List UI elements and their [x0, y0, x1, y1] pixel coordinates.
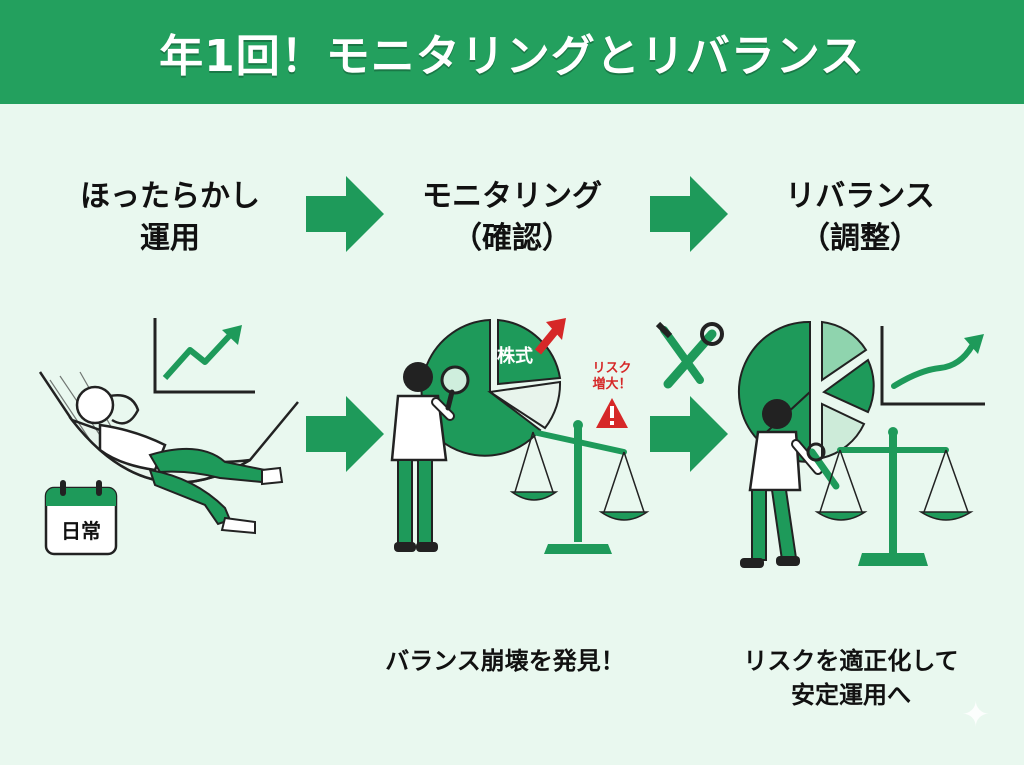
caption-line: バランス崩壊を発見！: [385, 647, 625, 675]
stage-title-line1: モニタリング: [422, 179, 602, 214]
pie-chart-icon: 株式: [420, 318, 562, 457]
stage-title-line2: （調整）: [800, 221, 920, 256]
mechanic-person-icon: [740, 399, 840, 568]
page-title: 年1回！モニタリングとリバランス: [159, 31, 865, 82]
header-banner: 年1回！モニタリングとリバランス: [0, 0, 1024, 104]
inspector-person-icon: [390, 362, 455, 552]
sparkle-icon: ✦: [961, 695, 991, 735]
up-arrow-icon: [534, 318, 566, 355]
caption-monitoring: バランス崩壊を発見！: [355, 644, 655, 678]
magnifier-icon: [440, 365, 470, 411]
flow-arrow-icon: [650, 396, 728, 472]
stage-title-line2: （確認）: [452, 221, 572, 256]
stage-title-monitoring: モニタリング （確認）: [382, 176, 642, 260]
hammock-person-icon: [38, 371, 299, 535]
calendar-label: 日常: [61, 519, 101, 543]
calendar-icon: 日常: [44, 480, 118, 556]
stage-title-line1: リバランス: [785, 179, 935, 214]
stage-title-hands-off: ほったらかし 運用: [40, 176, 300, 260]
flow-arrow-icon: [306, 396, 384, 472]
caption-rebalance: リスクを適正化して 安定運用へ: [706, 644, 996, 712]
risk-warning-line1: リスク: [592, 361, 631, 376]
risk-warning-line2: 増大！: [592, 376, 631, 392]
stage-title-line1: ほったらかし: [80, 179, 260, 214]
tools-icon: [655, 321, 724, 389]
stage-title-rebalance: リバランス （調整）: [730, 176, 990, 260]
caption-line: リスクを適正化して: [743, 647, 959, 675]
flow-arrow-icon: [306, 176, 384, 252]
pie-slice-label: 株式: [497, 345, 533, 367]
stage-title-line2: 運用: [140, 221, 200, 256]
warning-icon: リスク 増大！: [592, 361, 632, 428]
rising-chart-icon: [153, 318, 255, 394]
level-balance-icon: [814, 427, 974, 566]
caption-line: 安定運用へ: [791, 681, 911, 709]
stable-chart-icon: [880, 326, 985, 406]
tilted-balance-icon: [509, 420, 650, 554]
flow-arrow-icon: [650, 176, 728, 252]
